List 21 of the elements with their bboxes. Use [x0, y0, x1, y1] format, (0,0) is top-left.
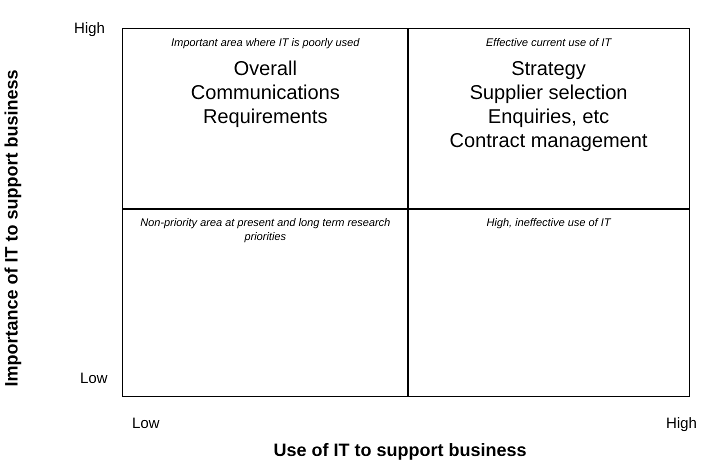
- axis-title: Use of IT to support business: [273, 440, 527, 461]
- quadrant-heading: High, ineffective use of IT: [485, 217, 612, 231]
- axis-tick-label: Low: [80, 370, 108, 387]
- quadrant-heading: Non-priority area at present and long term research priorities: [139, 217, 392, 244]
- quadrant-heading: Important area where IT is poorly used: [170, 37, 361, 51]
- quadrant-panel: [122, 28, 408, 210]
- quadrant-panel: [407, 28, 690, 210]
- quadrant-item: Strategy: [510, 56, 587, 81]
- quadrant-item: Enquiries, etc: [486, 104, 610, 129]
- axis-title: Importance of IT to support business: [2, 69, 22, 387]
- quadrant-panel: [122, 208, 408, 397]
- quadrant-item: Contract management: [448, 128, 648, 153]
- axis-tick-label: High: [666, 415, 697, 432]
- axis-tick-label: Low: [132, 415, 160, 432]
- quadrant-item: Overall: [232, 56, 298, 81]
- axis-tick-label: High: [74, 20, 105, 37]
- quadrant-item: Communications: [190, 80, 341, 105]
- quadrant-item: Supplier selection: [468, 80, 628, 105]
- quadrant-item: Requirements: [202, 104, 328, 129]
- quadrant-heading: Effective current use of IT: [484, 37, 613, 51]
- quadrant-panel: [407, 208, 690, 397]
